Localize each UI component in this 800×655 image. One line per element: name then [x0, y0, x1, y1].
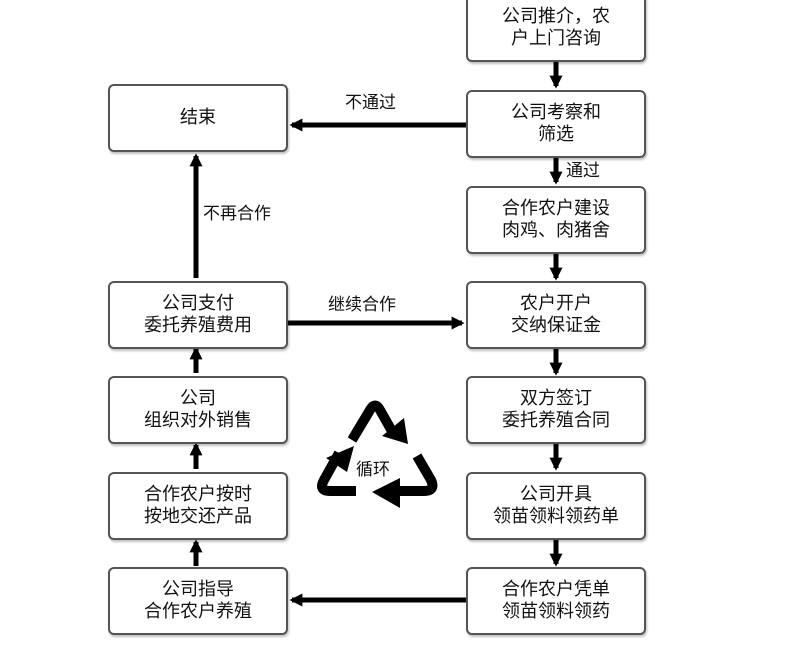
node-line: 委托养殖费用: [144, 315, 252, 336]
label-passed: 通过: [566, 161, 600, 181]
node-line: 结束: [180, 107, 216, 128]
node-line: 筛选: [538, 124, 574, 145]
node-line: 领苗领料领药单: [493, 506, 619, 527]
node-end: 结束: [108, 84, 288, 152]
node-line: 领苗领料领药: [502, 601, 610, 622]
node-line: 公司指导: [162, 579, 234, 600]
node-line: 委托养殖合同: [502, 410, 610, 431]
node-company-inspection: 公司考察和 筛选: [466, 90, 646, 158]
node-line: 公司支付: [162, 293, 234, 314]
recycle-icon: [317, 400, 438, 508]
node-line: 按地交还产品: [144, 506, 252, 527]
node-issue-voucher: 公司开具 领苗领料领药单: [466, 472, 646, 540]
node-line: 公司开具: [520, 484, 592, 505]
label-stop-cooperation: 不再合作: [203, 204, 271, 224]
node-farmer-deposit: 农户开户 交纳保证金: [466, 281, 646, 349]
node-collect-supplies: 合作农户凭单 领苗领料领药: [466, 567, 646, 635]
node-pay-fees: 公司支付 委托养殖费用: [108, 281, 288, 349]
node-line: 合作农户按时: [144, 484, 252, 505]
node-line: 合作农户建设: [502, 198, 610, 219]
node-line: 公司考察和: [511, 102, 601, 123]
node-farmer-build-sheds: 合作农户建设 肉鸡、肉猪舍: [466, 186, 646, 254]
node-line: 公司推介，农: [502, 6, 610, 27]
label-continue-cooperation: 继续合作: [328, 295, 396, 315]
node-line: 合作农户凭单: [502, 579, 610, 600]
node-return-products: 合作农户按时 按地交还产品: [108, 472, 288, 540]
node-line: 户上门咨询: [511, 28, 601, 49]
node-company-promotion: 公司推介，农 户上门咨询: [466, 0, 646, 62]
node-sign-contract: 双方签订 委托养殖合同: [466, 376, 646, 444]
node-line: 组织对外销售: [144, 410, 252, 431]
node-line: 合作农户养殖: [144, 601, 252, 622]
node-organize-sales: 公司 组织对外销售: [108, 376, 288, 444]
node-line: 肉鸡、肉猪舍: [502, 220, 610, 241]
node-line: 双方签订: [520, 388, 592, 409]
node-line: 公司: [180, 388, 216, 409]
node-line: 农户开户: [520, 293, 592, 314]
node-line: 交纳保证金: [511, 315, 601, 336]
label-not-passed: 不通过: [345, 93, 396, 113]
node-guide-farming: 公司指导 合作农户养殖: [108, 567, 288, 635]
label-cycle: 循环: [356, 460, 390, 480]
